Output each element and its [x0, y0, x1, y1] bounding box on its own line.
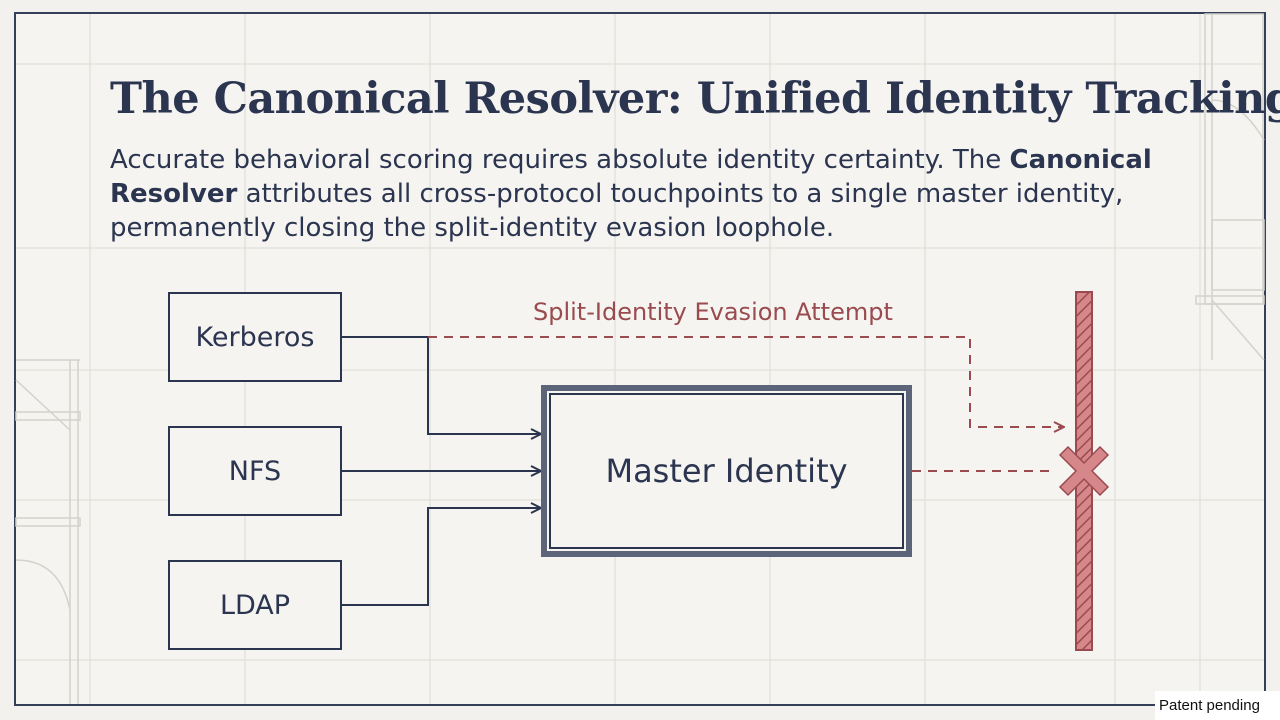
page-title: The Canonical Resolver: Unified Identity… [110, 74, 1280, 124]
source-box-ldap: LDAP [168, 560, 342, 650]
connector-ldap [342, 508, 541, 606]
source-box-nfs: NFS [168, 426, 342, 516]
source-label-ldap: LDAP [219, 589, 291, 621]
blocked-x-icon [1058, 445, 1110, 497]
subtitle-lead: Accurate behavioral scoring requires abs… [110, 145, 1010, 175]
master-identity-label: Master Identity [605, 452, 848, 490]
page-subtitle: Accurate behavioral scoring requires abs… [110, 143, 1190, 245]
subtitle-tail: attributes all cross-protocol touchpoint… [110, 179, 1124, 243]
source-label-kerberos: Kerberos [195, 321, 315, 353]
evasion-attempt-label: Split-Identity Evasion Attempt [533, 298, 893, 326]
master-identity-box: Master Identity [541, 385, 912, 557]
source-label-nfs: NFS [228, 455, 282, 487]
subtitle-emphasis: Canonical Resolver [110, 145, 1152, 209]
evasion-path [428, 336, 1064, 427]
connector-kerberos [342, 336, 541, 434]
patent-footnote: Patent pending [1155, 691, 1280, 720]
source-box-kerberos: Kerberos [168, 292, 342, 382]
